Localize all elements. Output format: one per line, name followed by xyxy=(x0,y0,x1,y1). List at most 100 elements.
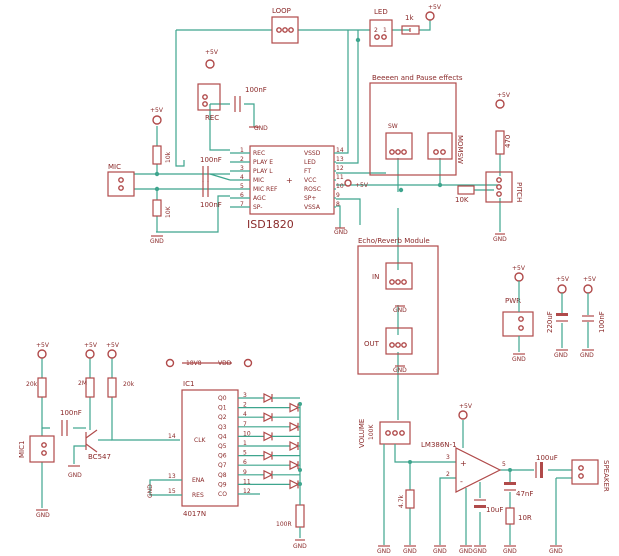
ic1-part: 4017N xyxy=(183,510,206,518)
resistor-10k-pitch: 10K xyxy=(455,185,475,204)
isd-pin-label: PLAY E xyxy=(253,159,273,166)
ic1-output-label: Q4 xyxy=(218,433,227,440)
r1k-label: 1k xyxy=(405,14,414,22)
gnd-echo-out-label: GND xyxy=(393,367,407,374)
ic1-output-pin: 3 xyxy=(243,392,247,399)
cap-100nf-a: 100nF xyxy=(200,156,222,182)
mic-header: MIC xyxy=(107,163,135,197)
loop-label: LOOP xyxy=(272,7,291,15)
isd-pin-label: VCC xyxy=(304,177,316,184)
gnd-label: GND xyxy=(549,548,563,555)
rec-button: +5V REC xyxy=(197,49,221,122)
gnd-c100-pwr-label: GND xyxy=(580,352,594,359)
ic1-output-pin: 2 xyxy=(243,402,247,409)
gnd-pitch: GND xyxy=(493,233,507,243)
transistor-bc547: BC547 xyxy=(85,429,111,461)
isd-pin-label: VSSD xyxy=(304,150,321,157)
isd-pin-num: 2 xyxy=(240,156,244,163)
c220uf-label: 220uF xyxy=(546,311,554,333)
led-label: LED xyxy=(374,8,388,16)
echo-title: Echo/Reverb Module xyxy=(358,237,430,245)
pitch-header: PITCH xyxy=(485,171,523,203)
preamp-supplies: +5V +5V +5V xyxy=(36,342,120,359)
cap-10uf: 10uF xyxy=(474,499,503,514)
c47nf-label: 47nF xyxy=(516,490,533,498)
pwr-supply-label: +5V xyxy=(512,265,526,272)
in-label: IN xyxy=(372,273,379,281)
resistor-4k7: 4.7k xyxy=(398,489,415,509)
resistor-1k: 1k xyxy=(401,14,420,35)
gnd-c220-label: GND xyxy=(554,352,568,359)
isd-pin-label: ROSC xyxy=(304,186,321,193)
sw-label: SW xyxy=(388,123,398,130)
bc547-label: BC547 xyxy=(88,453,111,461)
ic1-clk: CLK xyxy=(194,437,207,444)
gnd-transistor-label: GND xyxy=(68,472,82,479)
power-header: +5V PWR GND xyxy=(502,265,534,363)
r100k-label: 100K xyxy=(368,424,375,440)
isd-pin-num: 9 xyxy=(336,192,340,199)
gnd-pitch-label: GND xyxy=(493,236,507,243)
cap-100uf: 100uF xyxy=(535,454,558,478)
gnd-label: GND xyxy=(377,548,391,555)
isd-pin-label: VSSA xyxy=(304,204,321,211)
lm386-amp: + - LM386N-1 3 2 5 +5V xyxy=(421,403,506,493)
effects-title: Beeeen and Pause effects xyxy=(372,74,463,82)
led-icon xyxy=(263,469,274,480)
r20k-a-label: 20k xyxy=(26,381,38,388)
speaker-header: SPEAKER xyxy=(571,459,610,492)
ic1-output-pin: 1 xyxy=(243,440,247,447)
amp-plus: + xyxy=(460,459,467,468)
led-icon xyxy=(289,402,300,413)
ic1-output-label: Q0 xyxy=(218,395,227,402)
isd-pin-label: PLAY L xyxy=(253,168,273,175)
r470-supply: +5V xyxy=(497,92,511,99)
s2-label: +5V xyxy=(84,342,98,349)
r10k-a-label: 10k xyxy=(165,151,172,163)
ic1-output-label: Q2 xyxy=(218,414,227,421)
led-pin2: 2 xyxy=(374,27,378,34)
gnd-100r-label: GND xyxy=(293,543,307,550)
ic1-res-pin: 15 xyxy=(168,488,176,495)
c100uf-label: 100uF xyxy=(536,454,558,462)
resistor-10k-a: 10k xyxy=(152,145,172,165)
gnd-mic-label: GND xyxy=(150,238,164,245)
echo-module: Echo/Reverb Module IN OUT xyxy=(357,237,439,375)
loop-switch: LOOP xyxy=(271,7,299,44)
isd-pin-num: 12 xyxy=(336,165,344,172)
cap-100nf-mic: 100nF xyxy=(60,409,82,436)
supply-led-label: +5V xyxy=(428,4,442,11)
top-wires xyxy=(134,20,501,420)
gnd-pwr-label: GND xyxy=(512,356,526,363)
amp-pin3: 3 xyxy=(446,454,450,461)
cap-100nf-top: 100nF xyxy=(234,86,267,112)
preamp-wires xyxy=(41,358,180,508)
gnd-isd-label: GND xyxy=(334,229,348,236)
mic-label: MIC xyxy=(108,163,121,171)
gnd-mic: GND xyxy=(150,235,164,245)
isd-pin-num: 1 xyxy=(240,147,244,154)
gnd-label: GND xyxy=(503,548,517,555)
cap-47nf: 47nF xyxy=(504,482,533,498)
pitch-label: PITCH xyxy=(515,182,523,202)
ic1-output-label: Q3 xyxy=(218,424,227,431)
ic1-output-label: CO xyxy=(218,491,227,498)
ic1-res: RES xyxy=(192,492,204,499)
isd-pin-label: LED xyxy=(304,159,316,166)
gnd-label: GND xyxy=(459,548,473,555)
resistor-470: +5V 470 xyxy=(495,92,512,155)
r100r-label: 100R xyxy=(276,521,292,528)
rec-label: REC xyxy=(205,114,219,122)
c100nf-b-label: 100nF xyxy=(200,201,222,209)
isd-pin-num: 10 xyxy=(336,183,344,190)
volume-pot: VOLUME 100K xyxy=(358,419,411,448)
isd-pin-label: SP- xyxy=(253,204,262,211)
ic1-output-label: Q1 xyxy=(218,405,227,412)
resistor-10r: 10R xyxy=(505,507,532,525)
amp-minus: - xyxy=(460,477,463,486)
pwr-label: PWR xyxy=(505,297,521,305)
